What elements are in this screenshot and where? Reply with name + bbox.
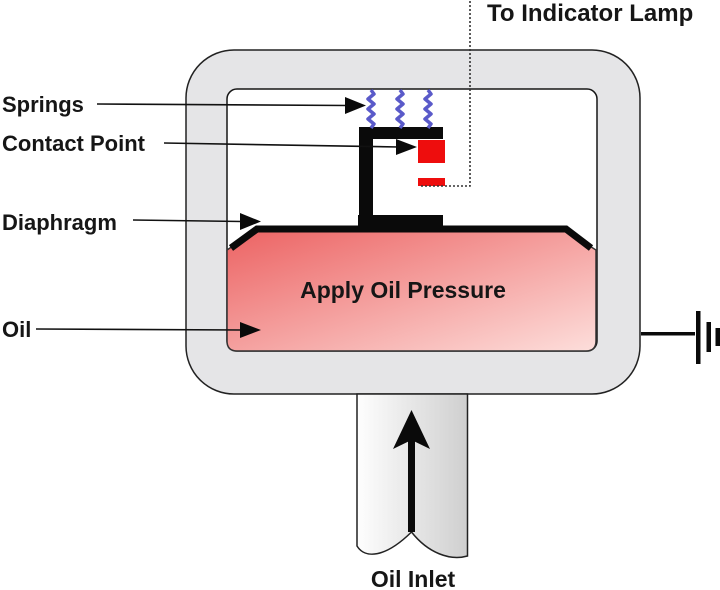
label-springs: Springs [2,92,84,117]
oil-flow-arrow-shaft [408,438,415,532]
contact-arm [359,130,373,218]
label-contact-point: Contact Point [2,131,146,156]
label-apply-oil-pressure: Apply Oil Pressure [300,277,506,303]
diaphragm [228,225,594,251]
contact-point-block [418,140,445,163]
diaphragm-foot-plate [358,215,443,226]
oil-leader-line [35,328,243,331]
ground-symbol-icon [641,311,720,364]
oil-flow-arrow-head [393,410,430,449]
label-oil-inlet: Oil Inlet [371,566,456,590]
spring-icon [423,88,433,130]
ground-wire [641,332,695,336]
label-oil: Oil [2,317,31,342]
spring-icon [366,88,376,130]
oil-flow-arrow-icon [393,410,430,532]
springs-arrowhead-icon [345,97,366,114]
indicator-lamp-wire [421,0,471,187]
leader-lines [35,97,417,338]
oil-chamber [226,230,597,352]
diaphragm-arrowhead-icon [240,213,261,230]
ground-bar-medium [706,322,711,352]
oil-arrowhead-icon [240,322,261,338]
ground-bar-long [696,311,701,364]
springs-group [366,88,433,130]
contact-bar [359,127,443,139]
spring-icon [395,88,405,130]
contact-point-leader-line [163,142,400,148]
label-diaphragm: Diaphragm [2,210,117,235]
label-to-indicator-lamp: To Indicator Lamp [487,0,693,27]
contact-terminal-strip [418,178,445,186]
ground-bar-short [715,328,720,346]
springs-leader-line [96,103,349,107]
diaphragm-leader-line [132,219,243,223]
contact-point-arrowhead-icon [396,139,417,155]
